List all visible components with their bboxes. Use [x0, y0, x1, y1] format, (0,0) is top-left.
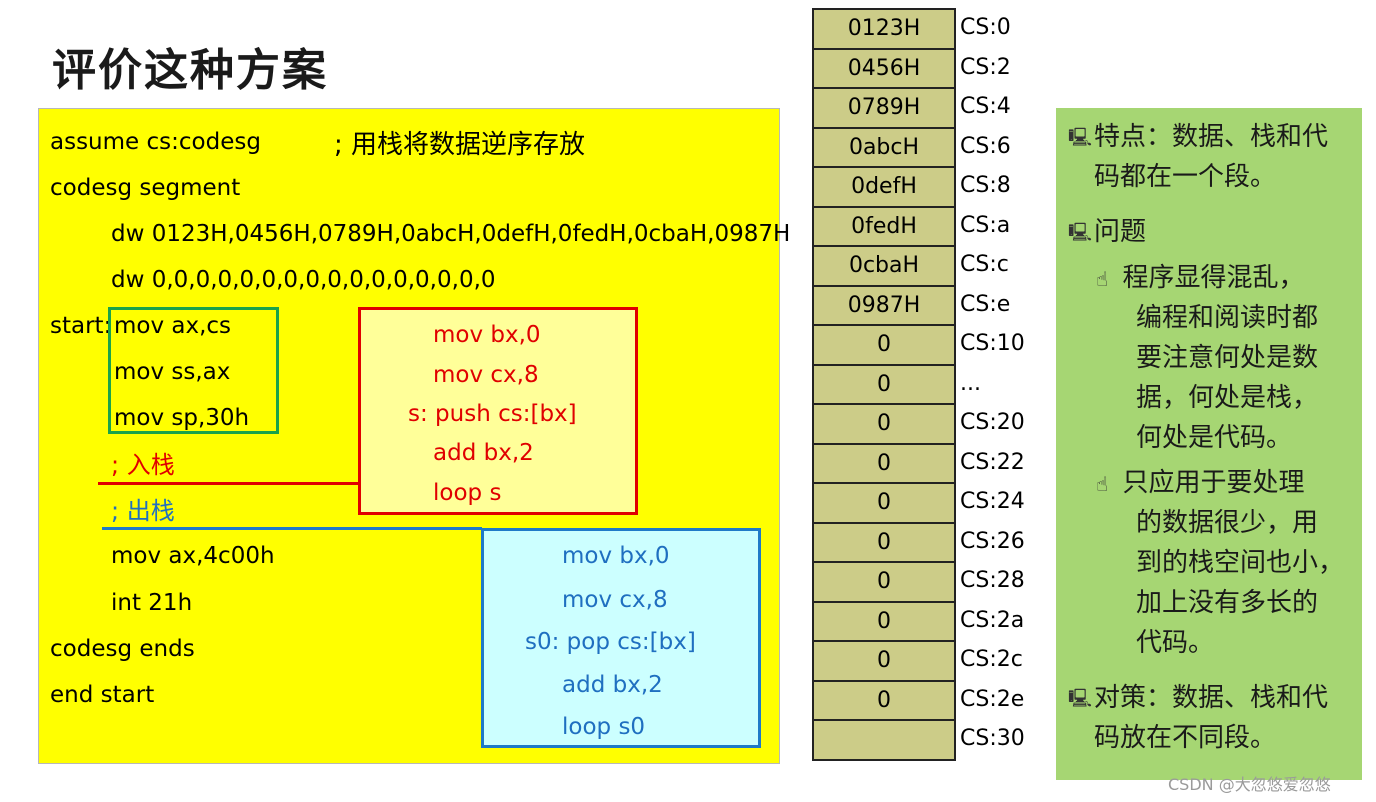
slide-title: 评价这种方案 — [52, 45, 328, 96]
laptop-icon: 🖳 — [1068, 688, 1093, 709]
address-label: CS:22 — [960, 449, 1025, 475]
note-solution-line2: 码放在不同段。 — [1094, 723, 1277, 753]
push-line-4: add bx,2 — [433, 440, 534, 466]
memory-cell: 0abcH — [812, 126, 956, 168]
code-dw-zero: dw 0,0,0,0,0,0,0,0,0,0,0,0,0,0,0,0 — [111, 267, 496, 293]
address-label: CS:2e — [960, 686, 1025, 712]
push-line-1: mov bx,0 — [433, 322, 541, 348]
note-solution-line1: 对策：数据、栈和代 — [1094, 683, 1329, 713]
note-solution: 🖳对策：数据、栈和代 — [1068, 678, 1328, 719]
code-ends: codesg ends — [50, 636, 195, 662]
note-sub2: ☝ 只应用于要处理 — [1096, 463, 1304, 504]
address-label: CS:e — [960, 291, 1011, 317]
push-line-3: s: push cs:[bx] — [408, 401, 577, 427]
note-sub2-line3: 到的栈空间也小， — [1136, 548, 1345, 578]
address-label: CS:20 — [960, 410, 1025, 435]
address-label: CS:c — [960, 252, 1009, 277]
memory-cell: 0987H — [812, 284, 956, 326]
address-column: CS:0 CS:2 CS:4 CS:6 CS:8 CS:a CS:c CS:e … — [960, 8, 1025, 759]
address-label: CS:2a — [960, 607, 1025, 633]
code-segment: codesg segment — [50, 175, 241, 201]
note-sub1-line2: 编程和阅读时都 — [1136, 303, 1319, 333]
watermark: CSDN @大忽悠爱忽悠 — [1168, 775, 1331, 794]
note-problem: 🖳问题 — [1068, 212, 1146, 253]
memory-cell: 0456H — [812, 47, 956, 89]
hand-pointer-icon: ☝ — [1096, 472, 1109, 496]
code-init-1: mov ax,cs — [114, 313, 232, 339]
note-problem-label: 问题 — [1094, 217, 1147, 247]
push-line-2: mov cx,8 — [433, 362, 539, 388]
memory-cell: 0 — [812, 442, 956, 484]
address-label: CS:0 — [960, 15, 1011, 40]
memory-cell: 0cbaH — [812, 245, 956, 287]
push-line-5: loop s — [433, 480, 502, 506]
address-label: CS:2c — [960, 647, 1023, 672]
code-assume: assume cs:codesg — [50, 129, 261, 155]
note-sub1-line1: 程序显得混乱， — [1122, 263, 1305, 293]
note-feature: 🖳特点：数据、栈和代 — [1068, 117, 1328, 158]
memory-cell: 0 — [812, 679, 956, 721]
memory-cell: 0 — [812, 561, 956, 603]
memory-cell: 0123H — [812, 8, 956, 50]
memory-cell: 0 — [812, 600, 956, 642]
memory-cell: 0 — [812, 324, 956, 366]
code-dw-data: dw 0123H,0456H,0789H,0abcH,0defH,0fedH,0… — [111, 221, 791, 247]
memory-column: 0123H 0456H 0789H 0abcH 0defH 0fedH 0cba… — [812, 8, 956, 761]
address-label: CS:30 — [960, 726, 1025, 751]
memory-cell: 0fedH — [812, 205, 956, 247]
memory-cell: 0 — [812, 363, 956, 405]
code-init-3: mov sp,30h — [114, 405, 250, 431]
memory-cell: 0 — [812, 403, 956, 445]
note-feature-line2: 码都在一个段。 — [1094, 162, 1277, 192]
pop-comment: ; 出栈 — [111, 497, 175, 525]
note-sub1: ☝ 程序显得混乱， — [1096, 258, 1304, 299]
laptop-icon: 🖳 — [1068, 127, 1093, 148]
push-comment: ; 入栈 — [111, 451, 175, 479]
address-label: CS:8 — [960, 173, 1011, 198]
push-rule — [98, 482, 360, 485]
address-label: CS:10 — [960, 331, 1025, 356]
init-highlight — [108, 307, 279, 434]
note-sub2-line5: 代码。 — [1136, 628, 1215, 658]
pop-line-2: mov cx,8 — [562, 587, 668, 613]
memory-cell: 0789H — [812, 87, 956, 129]
memory-cell — [812, 719, 956, 761]
notes-panel — [1056, 108, 1362, 780]
code-start-label: start: — [50, 313, 112, 339]
pop-line-3: s0: pop cs:[bx] — [525, 629, 696, 655]
note-feature-line1: 特点：数据、栈和代 — [1094, 122, 1329, 152]
pop-line-1: mov bx,0 — [562, 543, 670, 569]
address-label: CS:26 — [960, 528, 1025, 554]
memory-cell: 0 — [812, 640, 956, 682]
memory-cell: 0 — [812, 521, 956, 563]
code-comment: ; 用栈将数据逆序存放 — [334, 130, 586, 160]
note-sub2-line2: 的数据很少，用 — [1136, 508, 1319, 538]
address-label: ... — [960, 370, 981, 396]
address-label: CS:6 — [960, 133, 1011, 159]
address-label: CS:24 — [960, 489, 1025, 514]
memory-cell: 0defH — [812, 166, 956, 208]
code-end: end start — [50, 682, 155, 708]
memory-cell: 0 — [812, 482, 956, 524]
note-sub1-line4: 据，何处是栈， — [1136, 383, 1319, 413]
address-label: CS:a — [960, 212, 1011, 238]
note-sub2-line1: 只应用于要处理 — [1122, 468, 1305, 498]
address-label: CS:4 — [960, 94, 1011, 119]
laptop-icon: 🖳 — [1068, 222, 1093, 243]
note-sub1-line3: 要注意何处是数 — [1136, 343, 1319, 373]
address-label: CS:28 — [960, 568, 1025, 593]
code-tail-1: mov ax,4c00h — [111, 543, 275, 569]
code-tail-2: int 21h — [111, 590, 193, 616]
push-block — [358, 307, 638, 515]
pop-line-5: loop s0 — [562, 714, 646, 740]
note-sub2-line4: 加上没有多长的 — [1136, 588, 1319, 618]
code-init-2: mov ss,ax — [114, 359, 231, 385]
pop-rule — [102, 527, 482, 530]
note-sub1-line5: 何处是代码。 — [1136, 423, 1293, 453]
pop-block — [481, 528, 761, 748]
pop-line-4: add bx,2 — [562, 672, 663, 698]
address-label: CS:2 — [960, 54, 1011, 80]
hand-pointer-icon: ☝ — [1096, 267, 1109, 291]
